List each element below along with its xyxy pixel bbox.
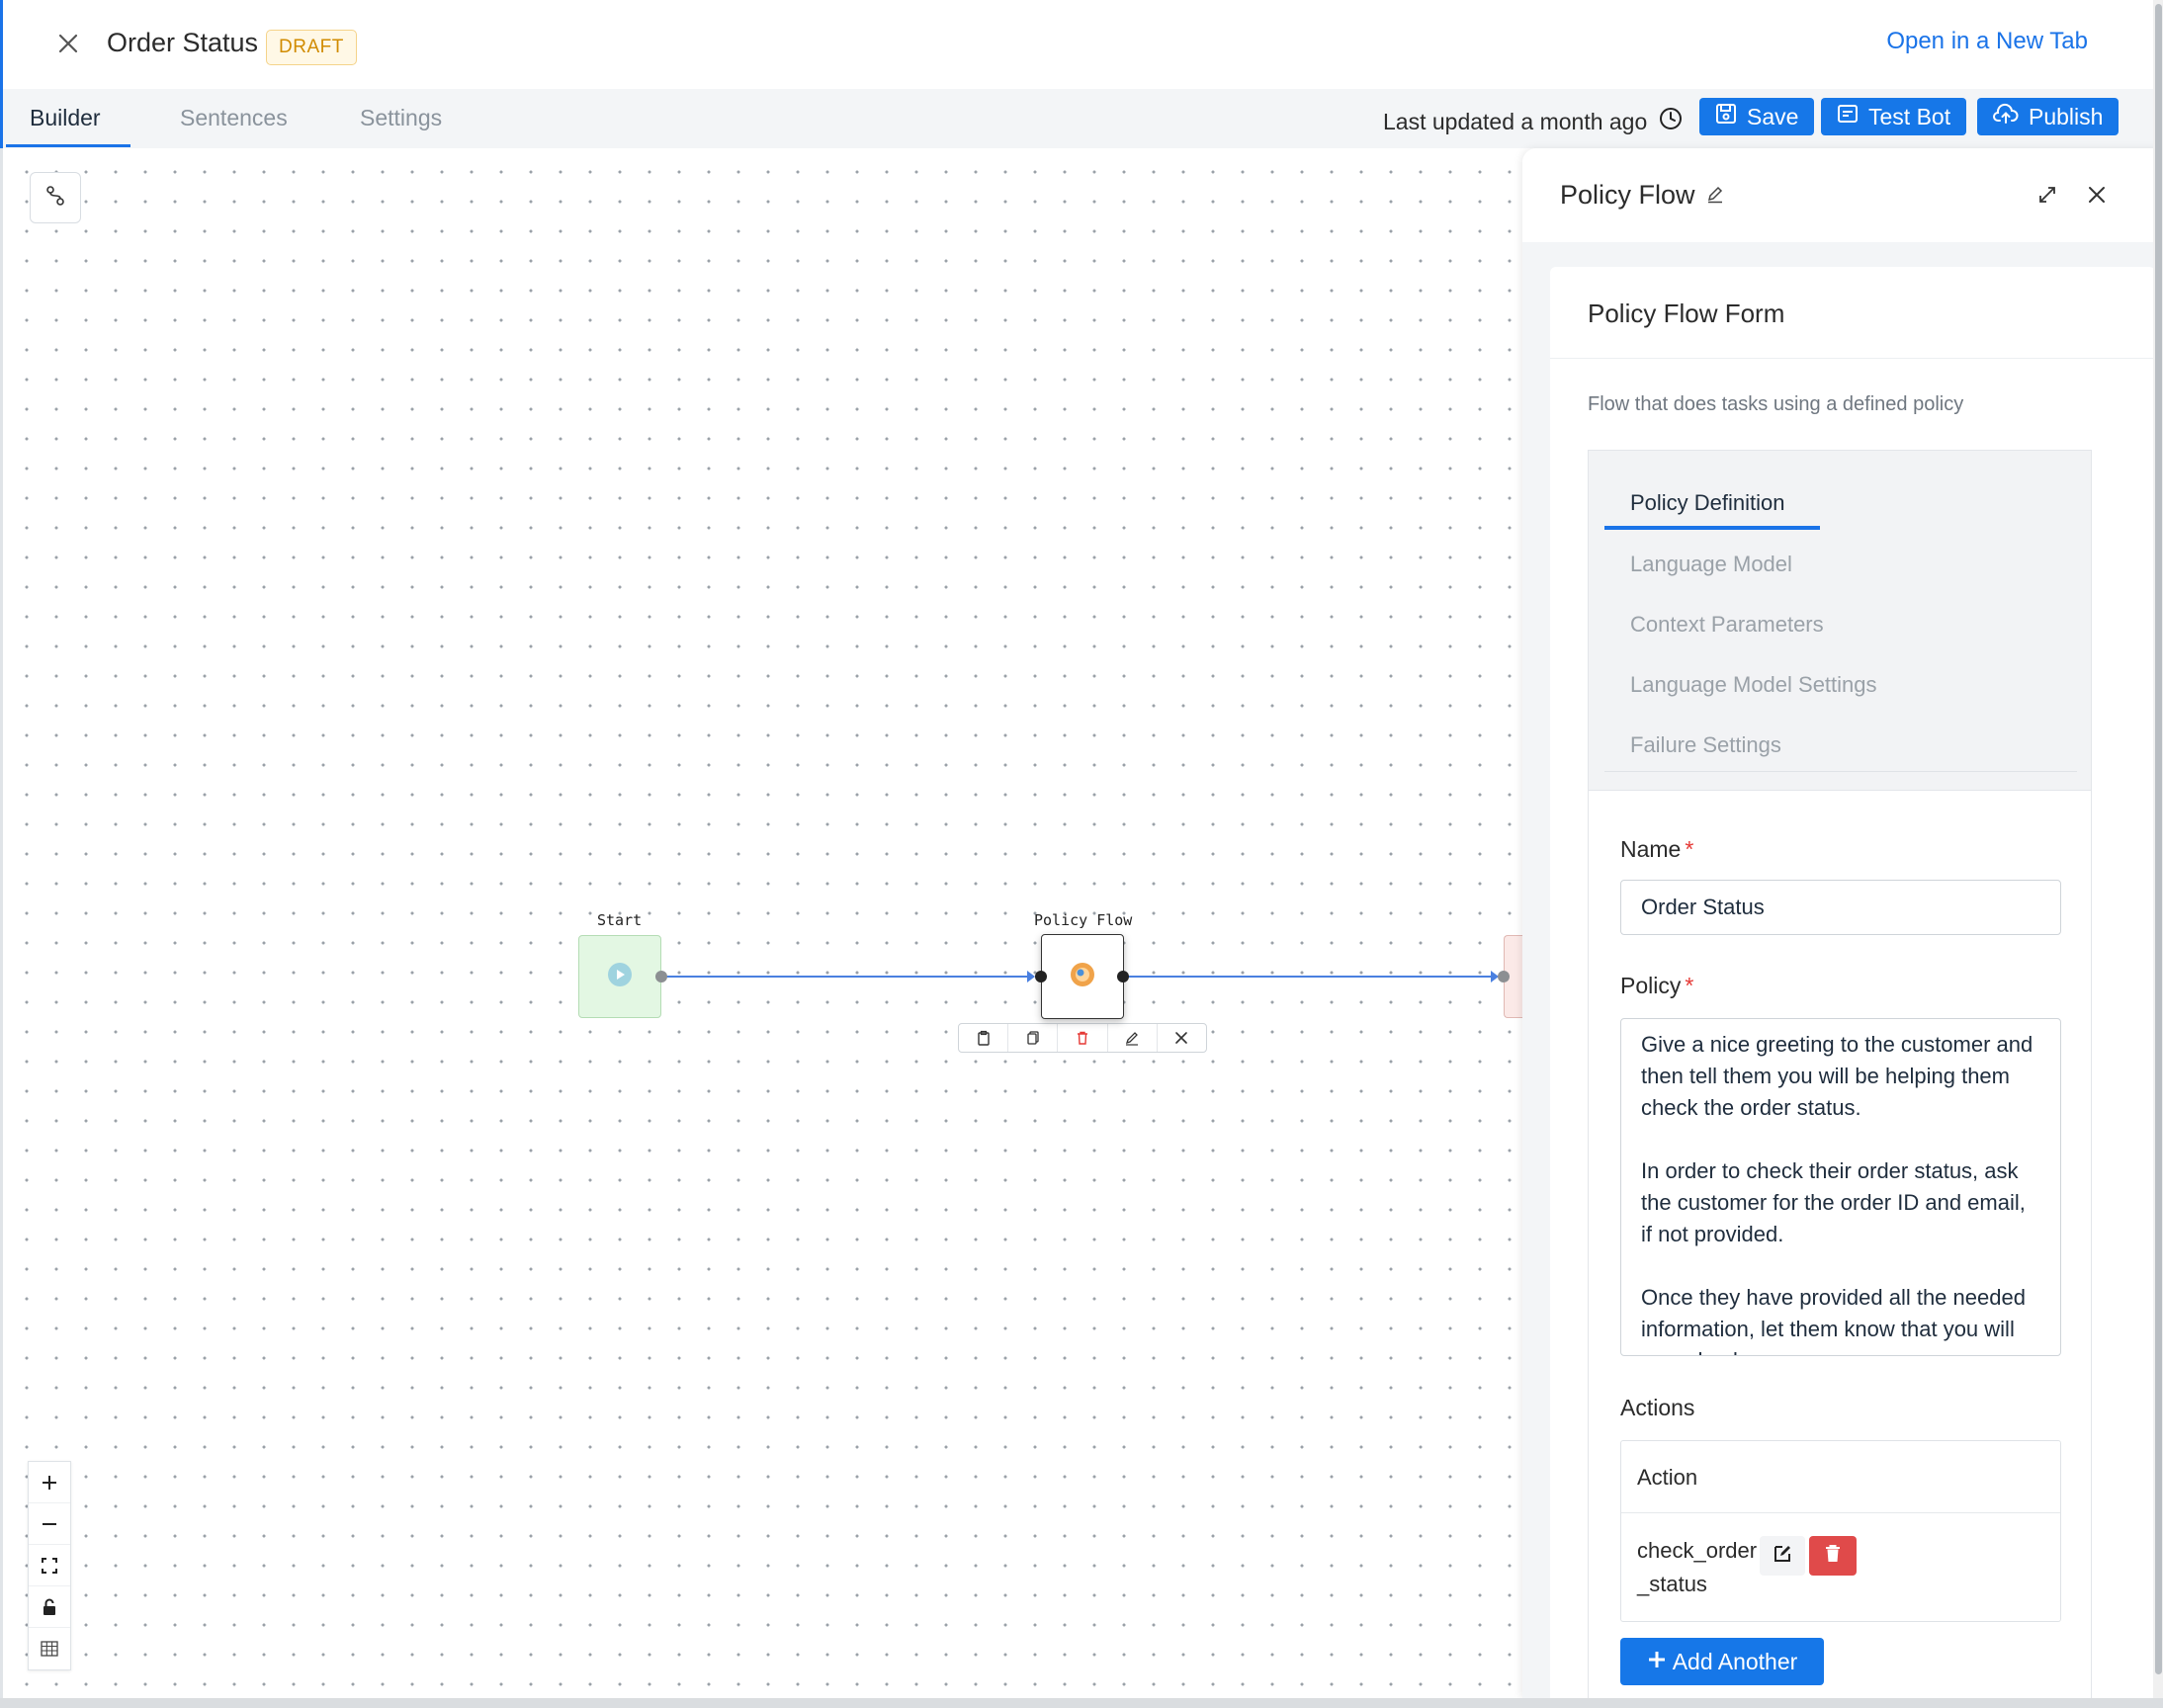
publish-button[interactable]: Publish	[1977, 98, 2120, 135]
top-header: Order Status DRAFT Open in a New Tab	[0, 0, 2163, 89]
active-tab-indicator	[6, 144, 130, 147]
policy-flow-node[interactable]	[1041, 934, 1124, 1019]
edge-arrow-2	[1491, 971, 1499, 982]
flow-canvas[interactable]: Start Policy Flow	[0, 148, 1530, 1698]
policy-flow-panel: Policy Flow Policy Flow Form Flow that d…	[1522, 148, 2163, 1698]
fit-view-icon[interactable]	[29, 1545, 70, 1586]
test-bot-label: Test Bot	[1868, 103, 1951, 129]
policy-field[interactable]: Give a nice greeting to the customer and…	[1620, 1018, 2061, 1356]
save-button[interactable]: Save	[1699, 98, 1815, 135]
form-section-menu: Policy Definition Language Model Context…	[1588, 450, 2092, 791]
menu-item-failure-settings[interactable]: Failure Settings	[1630, 732, 1781, 757]
open-new-tab-link[interactable]: Open in a New Tab	[1886, 28, 2088, 54]
divider	[1621, 1512, 2060, 1513]
test-bot-button[interactable]: Test Bot	[1821, 98, 1967, 135]
menu-item-language-model[interactable]: Language Model	[1630, 552, 1792, 576]
paste-icon[interactable]	[959, 1024, 1009, 1052]
actions-column-header: Action	[1637, 1465, 1698, 1490]
action-name: check_order_status	[1637, 1538, 1758, 1596]
policy-output-port[interactable]	[1117, 971, 1129, 982]
zoom-in-icon[interactable]	[29, 1462, 70, 1503]
actions-label: Actions	[1620, 1395, 1695, 1420]
save-label: Save	[1747, 103, 1799, 129]
next-input-port[interactable]	[1498, 971, 1510, 982]
close-icon[interactable]	[2082, 180, 2112, 210]
flow-edges	[661, 971, 1499, 982]
tab-builder[interactable]: Builder	[30, 105, 101, 130]
policy-flow-form: Policy Flow Form Flow that does tasks us…	[1550, 267, 2155, 1698]
tab-settings[interactable]: Settings	[360, 105, 443, 130]
start-node[interactable]	[578, 935, 661, 1018]
close-icon[interactable]	[50, 26, 86, 61]
required-mark: *	[1685, 973, 1694, 998]
grid-icon[interactable]	[29, 1628, 70, 1669]
status-badge: DRAFT	[266, 30, 357, 65]
bottom-strip	[0, 1698, 2163, 1708]
name-field[interactable]: Order Status	[1620, 880, 2061, 935]
edge-arrow-1	[1027, 971, 1035, 982]
menu-item-language-model-settings[interactable]: Language Model Settings	[1630, 672, 1877, 697]
menu-item-context-parameters[interactable]: Context Parameters	[1630, 612, 1824, 637]
node-toolbar	[958, 1023, 1207, 1053]
panel-title: Policy Flow	[1560, 180, 1725, 211]
start-output-port[interactable]	[655, 971, 667, 982]
expand-icon[interactable]	[2033, 180, 2062, 210]
tab-sentences[interactable]: Sentences	[180, 105, 288, 130]
add-another-button[interactable]: Add Another	[1620, 1638, 1824, 1685]
actions-table: Action check_order_status	[1620, 1440, 2061, 1622]
policy-flow-icon	[1070, 962, 1095, 992]
test-bot-icon	[1837, 103, 1859, 130]
menu-item-policy-definition[interactable]: Policy Definition	[1630, 490, 1785, 515]
policy-label-text: Policy	[1620, 973, 1682, 998]
form-description: Flow that does tasks using a defined pol…	[1588, 393, 1964, 415]
delete-icon[interactable]	[1058, 1024, 1108, 1052]
page-title: Order Status	[107, 28, 259, 57]
policy-input-port[interactable]	[1035, 971, 1047, 982]
form-title: Policy Flow Form	[1588, 299, 1785, 328]
close-icon[interactable]	[1158, 1024, 1206, 1052]
clock-icon	[1659, 107, 1683, 136]
publish-label: Publish	[2029, 103, 2104, 129]
panel-title-text: Policy Flow	[1560, 180, 1695, 210]
name-label: Name*	[1620, 836, 1693, 863]
delete-action-button[interactable]	[1809, 1536, 1857, 1576]
zoom-out-icon[interactable]	[29, 1503, 70, 1545]
form-fields: Name* Order Status Policy* Give a nice g…	[1588, 791, 2092, 1698]
zoom-controls	[28, 1461, 71, 1670]
flow-layout-icon	[43, 184, 67, 213]
trash-icon	[1824, 1544, 1842, 1569]
divider	[1604, 771, 2077, 772]
divider	[1550, 358, 2155, 359]
page-scrollbar-thumb[interactable]	[2155, 4, 2162, 1674]
plus-icon	[1647, 1649, 1667, 1675]
save-icon	[1715, 103, 1737, 130]
edit-icon[interactable]	[1108, 1024, 1158, 1052]
tab-bar: Builder Sentences Settings Last updated …	[0, 89, 2163, 148]
start-node-label: Start	[597, 911, 643, 929]
active-menu-indicator	[1604, 526, 1820, 530]
copy-icon[interactable]	[1008, 1024, 1059, 1052]
cloud-upload-icon	[1993, 103, 2019, 130]
flow-layout-button[interactable]	[30, 172, 81, 223]
panel-header: Policy Flow	[1522, 148, 2163, 242]
pencil-icon[interactable]	[1705, 180, 1725, 211]
name-label-text: Name	[1620, 836, 1682, 862]
last-updated: Last updated a month ago	[1383, 107, 1683, 136]
last-updated-text: Last updated a month ago	[1383, 108, 1648, 134]
add-another-label: Add Another	[1672, 1648, 1798, 1674]
edit-icon	[1772, 1543, 1793, 1570]
required-mark: *	[1685, 836, 1694, 862]
policy-node-label: Policy Flow	[1034, 911, 1133, 929]
play-icon	[607, 962, 633, 992]
lock-icon[interactable]	[29, 1586, 70, 1628]
edit-action-button[interactable]	[1760, 1536, 1805, 1576]
policy-label: Policy*	[1620, 973, 1693, 999]
